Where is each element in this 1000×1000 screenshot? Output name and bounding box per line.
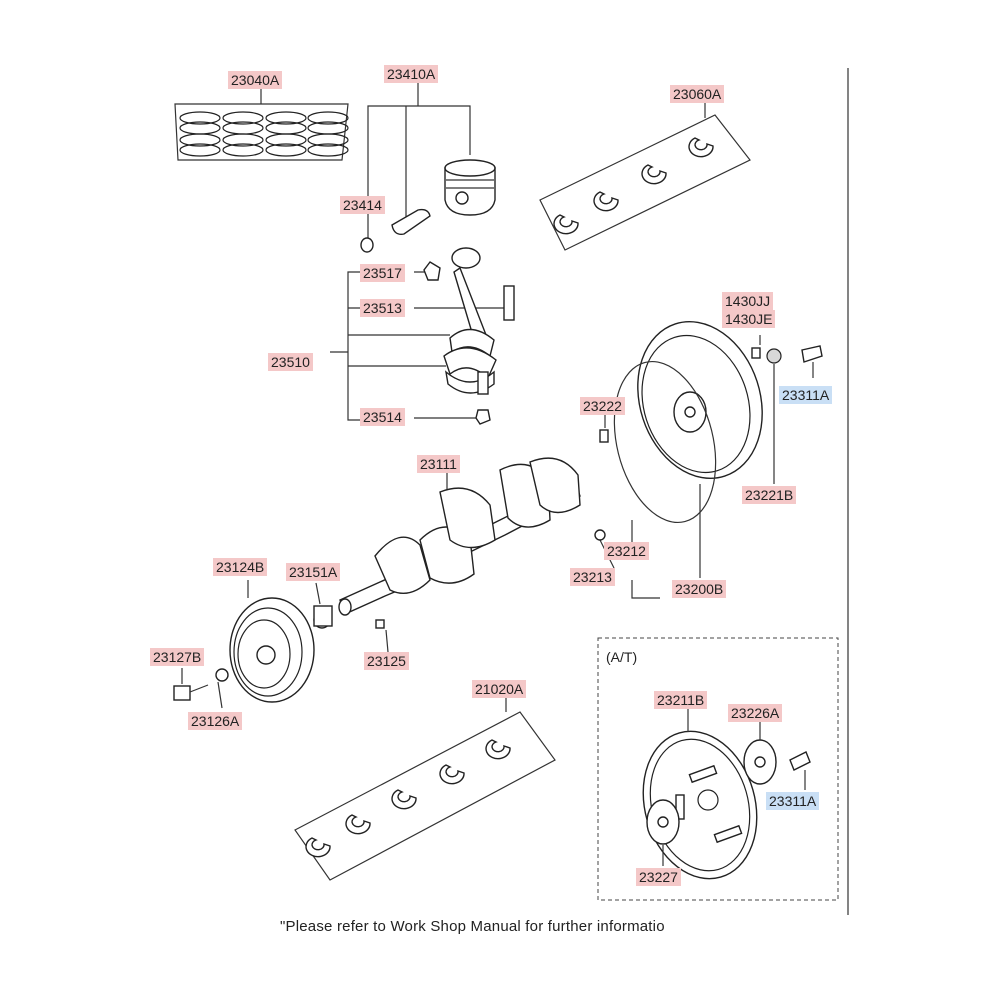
callout-ring-gear[interactable]: 23212 [604, 542, 649, 560]
callout-piston-rings[interactable]: 23040A [228, 71, 283, 89]
callout-piston-assy[interactable]: 23410A [384, 65, 439, 83]
callout-reinforcement-plate[interactable]: 23227 [636, 868, 681, 886]
callout-crankshaft[interactable]: 23111 [417, 455, 460, 473]
crank-bearings-lower [294, 698, 556, 881]
callout-sprocket[interactable]: 23151A [286, 563, 341, 581]
callout-conrod-assy[interactable]: 23510 [268, 353, 313, 371]
callout-washer[interactable]: 23126A [188, 712, 243, 730]
crank-bearings-upper [539, 102, 751, 251]
callout-pin-je[interactable]: 1430JE [722, 310, 776, 328]
callout-flywheel-assy[interactable]: 23200B [672, 580, 727, 598]
callout-pin-jj[interactable]: 1430JJ [722, 292, 774, 310]
callout-snap-ring[interactable]: 23414 [340, 196, 385, 214]
callout-damper-pulley[interactable]: 23124B [213, 558, 268, 576]
at-label: (A/T) [606, 649, 638, 665]
callout-flywheel-bolt-mt[interactable]: 23311A [779, 386, 833, 404]
callout-conrod-nut[interactable]: 23514 [360, 408, 405, 426]
crankshaft [338, 457, 581, 616]
callout-conrod-bearing-cap-nut[interactable]: 23517 [360, 264, 405, 282]
callout-key[interactable]: 23125 [364, 652, 409, 670]
footer-note: "Please refer to Work Shop Manual for fu… [280, 918, 665, 935]
connecting-rod-assembly [330, 247, 515, 425]
drive-plate-at [642, 708, 811, 880]
callout-conrod-bolt[interactable]: 23513 [360, 299, 405, 317]
piston-rings-set [174, 88, 349, 161]
piston-assembly [360, 82, 496, 253]
callout-pulley-bolt[interactable]: 23127B [150, 648, 205, 666]
callout-crank-bearings-upper[interactable]: 23060A [670, 85, 725, 103]
callout-crank-bearings-lower[interactable]: 21020A [472, 680, 527, 698]
callout-adapter-plate[interactable]: 23226A [728, 704, 783, 722]
callout-ring-gear-bolt[interactable]: 23213 [570, 568, 615, 586]
at-option-box [597, 637, 839, 901]
callout-flywheel-bolt-at[interactable]: 23311A [766, 792, 820, 810]
callout-flywheel-bushing[interactable]: 23221B [742, 486, 797, 504]
damper-pulley [173, 580, 389, 709]
flywheel-mt [594, 320, 823, 599]
callout-ring-gear-pin[interactable]: 23222 [580, 397, 625, 415]
callout-drive-plate[interactable]: 23211B [654, 691, 708, 709]
